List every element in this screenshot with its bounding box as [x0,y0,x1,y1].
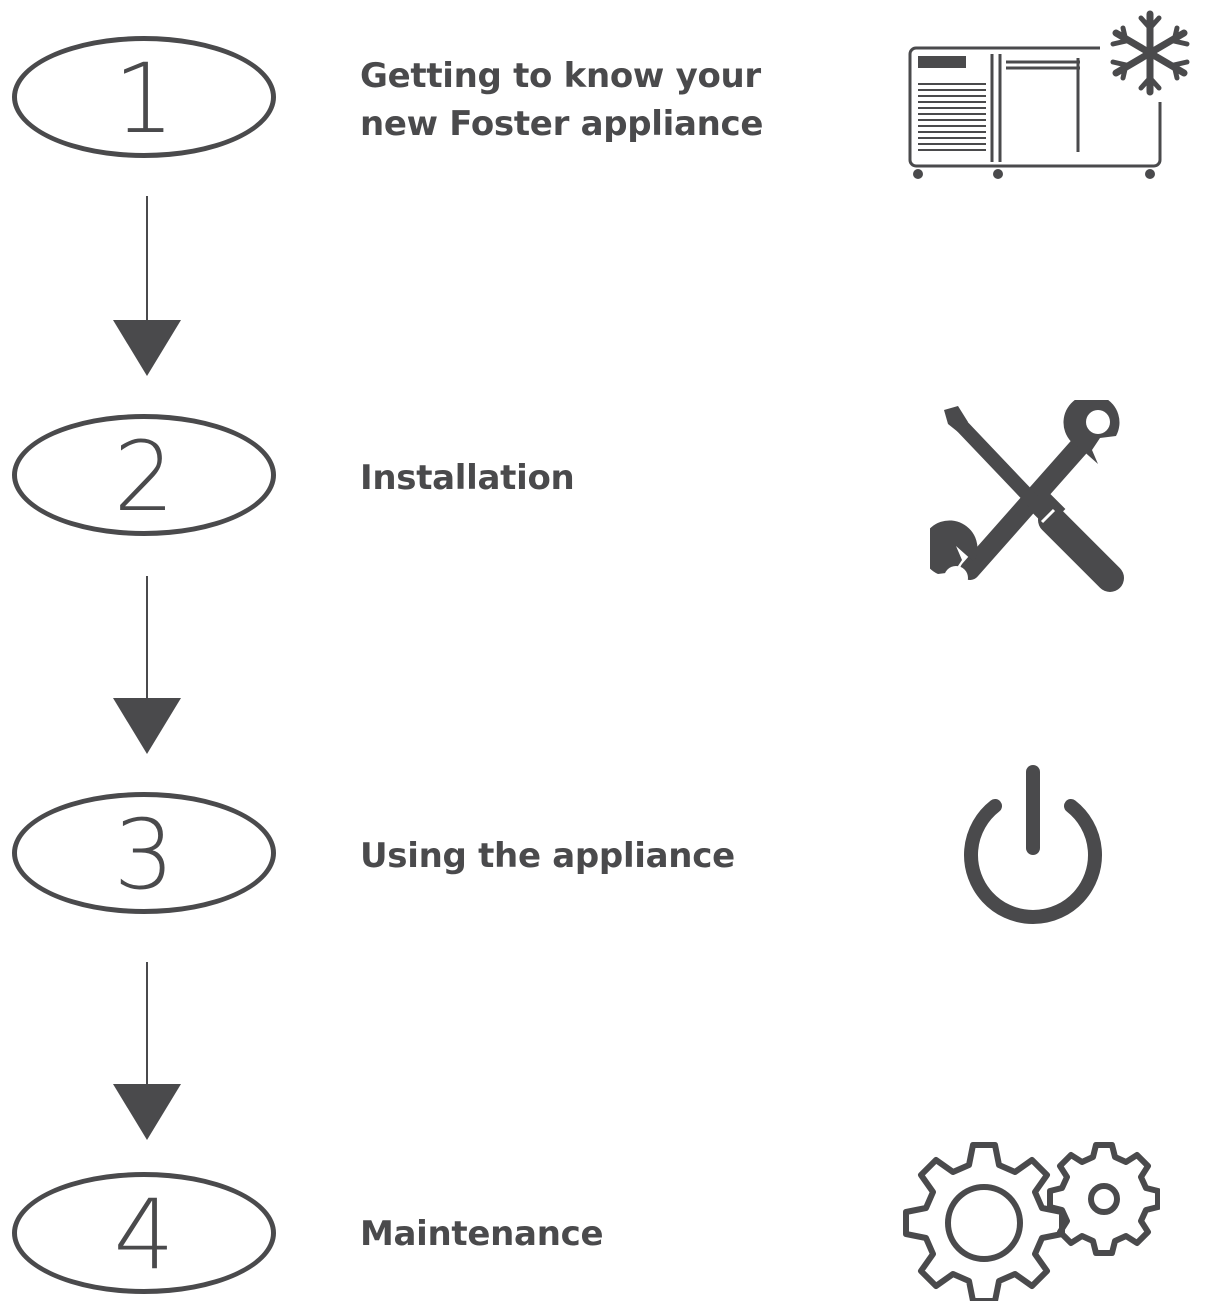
step-4-oval: 4 [12,1172,276,1294]
refrigerated-counter-icon [908,10,1196,179]
step-2-label: Installation [360,454,575,502]
power-icon [964,765,1102,924]
step-4-label: Maintenance [360,1210,604,1258]
arrow-2-to-3 [113,576,181,754]
step-4-number: 4 [113,1179,175,1291]
step-2-label-line-1: Installation [360,458,575,498]
step-1-oval: 1 [12,36,276,158]
step-1-label-line-1: Getting to know your [360,56,761,96]
step-1-label: Getting to know your new Foster applianc… [360,52,763,148]
arrow-1-to-2 [113,196,181,376]
step-1-number: 1 [113,43,175,155]
step-3-number: 3 [113,799,175,911]
step-2-number: 2 [113,421,175,533]
step-3-label-line-1: Using the appliance [360,836,735,876]
step-1-label-line-2: new Foster appliance [360,104,764,144]
gears-icon [903,1142,1160,1301]
step-3-label: Using the appliance [360,832,735,880]
step-3-oval: 3 [12,792,276,914]
step-2-oval: 2 [12,414,276,536]
step-4-label-line-1: Maintenance [360,1214,604,1254]
arrow-3-to-4 [113,962,181,1140]
tools-icon [930,400,1124,592]
